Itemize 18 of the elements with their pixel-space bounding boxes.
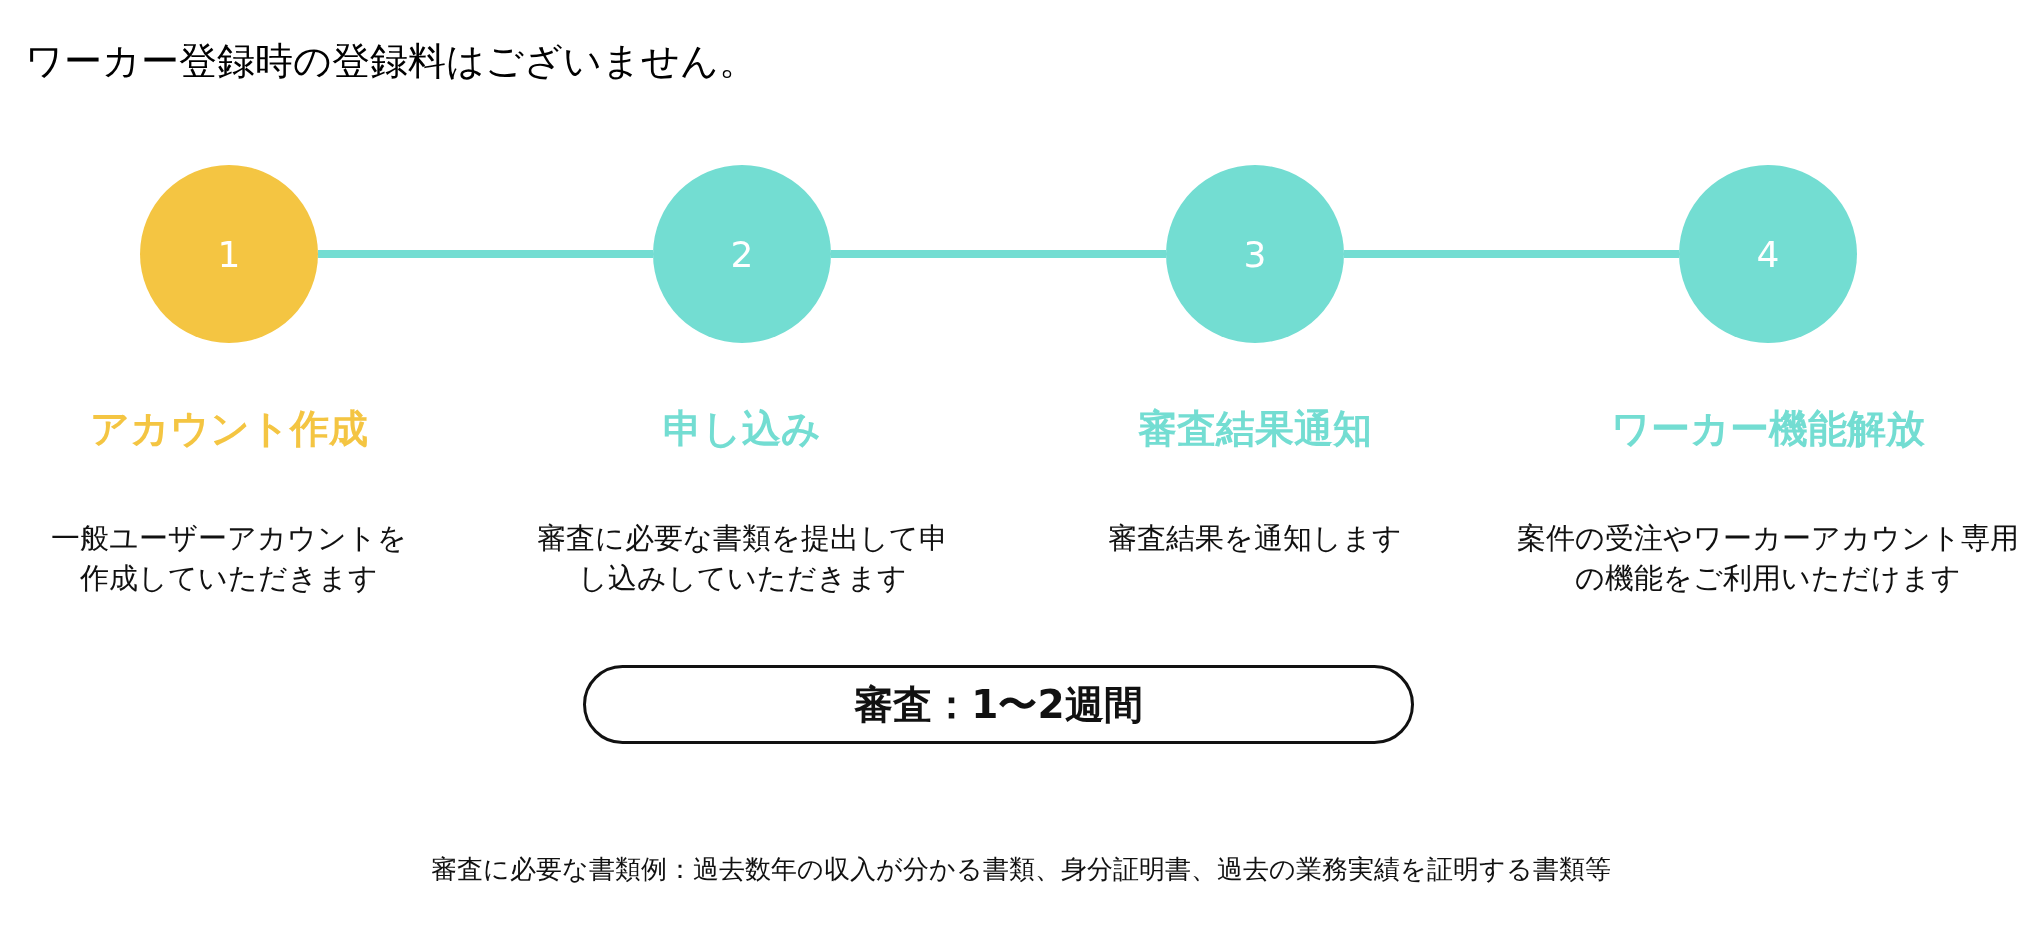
footnote: 審査に必要な書類例：過去数年の収入が分かる書類、身分証明書、過去の業務実績を証明する書類等 — [430, 853, 1612, 886]
connector-line — [1344, 250, 1679, 258]
step-heading: 審査結果通知 — [1137, 405, 1373, 453]
connector-line — [318, 250, 653, 258]
step-circle: 2 — [653, 165, 831, 343]
step-circle: 1 — [140, 165, 318, 343]
duration-pill: 審査：1〜2週間 — [583, 665, 1414, 744]
step-description: 一般ユーザーアカウントを作成していただきます — [50, 520, 408, 597]
step-description: 審査結果を通知します — [1107, 520, 1403, 557]
step-heading: 申し込み — [662, 405, 822, 453]
connector-line — [831, 250, 1166, 258]
step-heading: アカウント作成 — [89, 405, 369, 453]
step-heading: ワーカー機能解放 — [1610, 405, 1926, 453]
page-title: ワーカー登録時の登録料はございません。 — [25, 38, 757, 85]
step-description: 案件の受注やワーカーアカウント専用の機能をご利用いただけます — [1516, 520, 2020, 597]
step-description: 審査に必要な書類を提出して申し込みしていただきます — [535, 520, 949, 597]
step-circle: 4 — [1679, 165, 1857, 343]
step-circle: 3 — [1166, 165, 1344, 343]
